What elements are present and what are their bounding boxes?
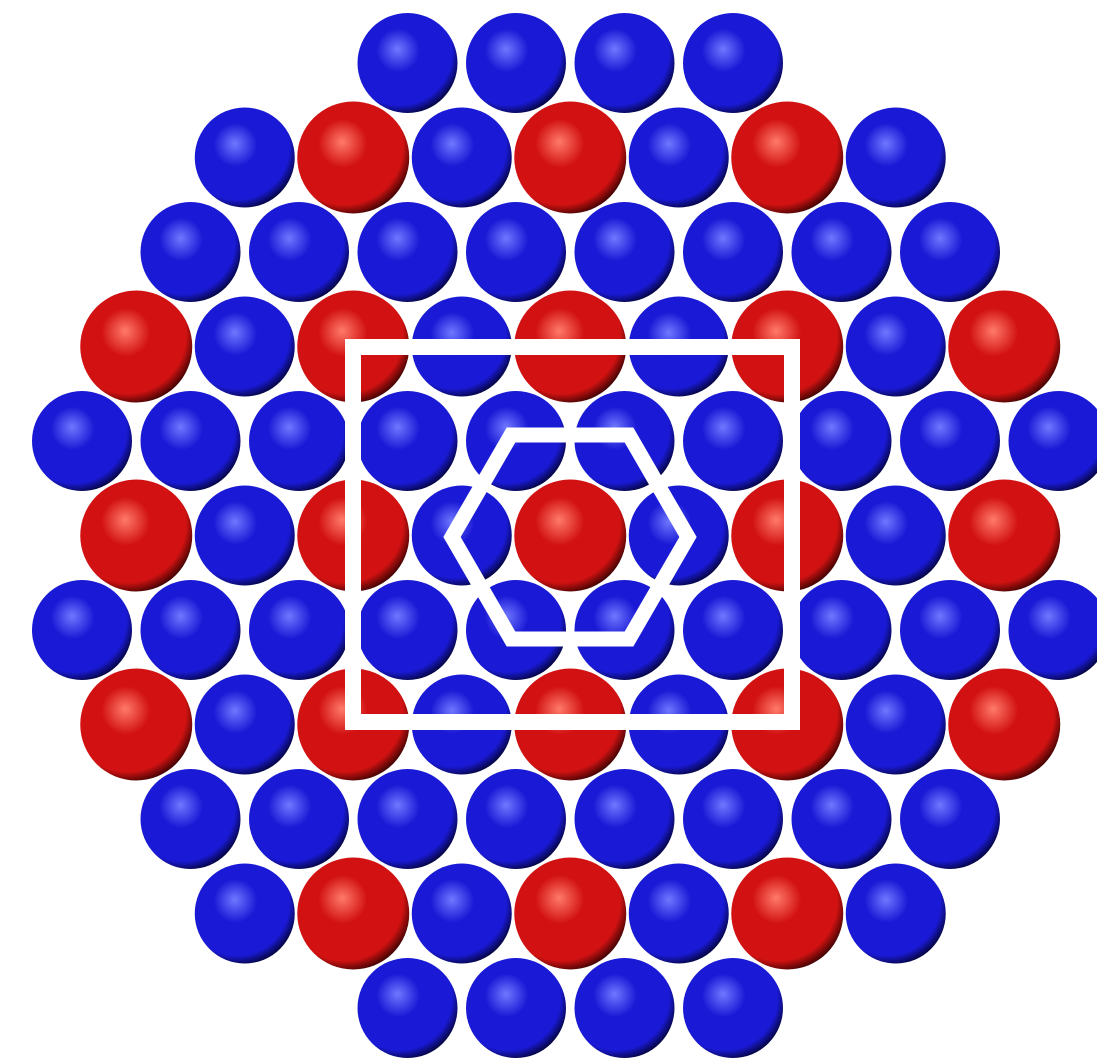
atom-red bbox=[297, 857, 410, 970]
atom-red bbox=[731, 857, 844, 970]
atom-blue bbox=[411, 107, 512, 208]
atom-blue bbox=[791, 580, 892, 680]
atom-blue bbox=[357, 391, 458, 491]
atom-blue bbox=[683, 580, 783, 680]
atom-lattice bbox=[32, 13, 1097, 1058]
atom-blue bbox=[357, 202, 458, 302]
atom-red bbox=[948, 479, 1061, 592]
atom-blue bbox=[683, 391, 783, 491]
atom-blue bbox=[900, 769, 1000, 869]
atom-blue bbox=[791, 202, 892, 302]
atom-blue bbox=[791, 769, 892, 869]
atom-red bbox=[297, 101, 410, 214]
atom-blue bbox=[1008, 580, 1097, 680]
atom-blue bbox=[845, 485, 946, 586]
atom-blue bbox=[791, 391, 892, 491]
atom-red bbox=[948, 668, 1061, 781]
atom-blue bbox=[628, 863, 729, 964]
atom-red bbox=[514, 479, 627, 592]
atom-blue bbox=[845, 296, 946, 397]
atom-blue bbox=[628, 107, 729, 208]
atom-blue bbox=[683, 202, 783, 302]
atom-blue bbox=[140, 391, 241, 491]
atom-blue bbox=[574, 958, 675, 1058]
atom-blue bbox=[411, 863, 512, 964]
atom-red bbox=[514, 857, 627, 970]
atom-blue bbox=[194, 485, 295, 586]
atom-blue bbox=[249, 202, 349, 302]
atom-blue bbox=[194, 296, 295, 397]
atom-blue bbox=[194, 674, 295, 775]
atom-blue bbox=[140, 202, 241, 302]
atom-blue bbox=[574, 769, 675, 869]
atom-blue bbox=[357, 769, 458, 869]
atom-blue bbox=[466, 202, 566, 302]
atom-blue bbox=[845, 674, 946, 775]
atom-blue bbox=[357, 580, 458, 680]
atom-blue bbox=[466, 13, 566, 113]
atom-blue bbox=[32, 580, 132, 680]
atom-blue bbox=[466, 958, 566, 1058]
hexagon-outline bbox=[443, 427, 697, 647]
atom-blue bbox=[683, 769, 783, 869]
atom-blue bbox=[357, 958, 458, 1058]
atom-blue bbox=[249, 391, 349, 491]
atom-blue bbox=[683, 13, 783, 113]
atom-blue bbox=[466, 769, 566, 869]
atom-red bbox=[80, 290, 193, 403]
atom-red bbox=[80, 479, 193, 592]
atom-blue bbox=[32, 391, 132, 491]
atom-blue bbox=[900, 202, 1000, 302]
atom-blue bbox=[845, 863, 946, 964]
atom-blue bbox=[249, 580, 349, 680]
atom-blue bbox=[194, 107, 295, 208]
atom-blue bbox=[1008, 391, 1097, 491]
overlay-shapes bbox=[345, 339, 800, 730]
atom-red bbox=[948, 290, 1061, 403]
atom-red bbox=[514, 101, 627, 214]
atom-blue bbox=[900, 580, 1000, 680]
atom-blue bbox=[357, 13, 458, 113]
atom-blue bbox=[140, 580, 241, 680]
atom-blue bbox=[683, 958, 783, 1058]
atom-blue bbox=[411, 485, 512, 586]
atom-blue bbox=[249, 769, 349, 869]
unit-cell-square-outline bbox=[345, 339, 800, 730]
atom-blue bbox=[900, 391, 1000, 491]
atom-blue bbox=[194, 863, 295, 964]
atom-blue bbox=[845, 107, 946, 208]
atom-blue bbox=[574, 13, 675, 113]
atom-blue bbox=[140, 769, 241, 869]
atom-red bbox=[731, 101, 844, 214]
atom-blue bbox=[574, 202, 675, 302]
atom-red bbox=[80, 668, 193, 781]
